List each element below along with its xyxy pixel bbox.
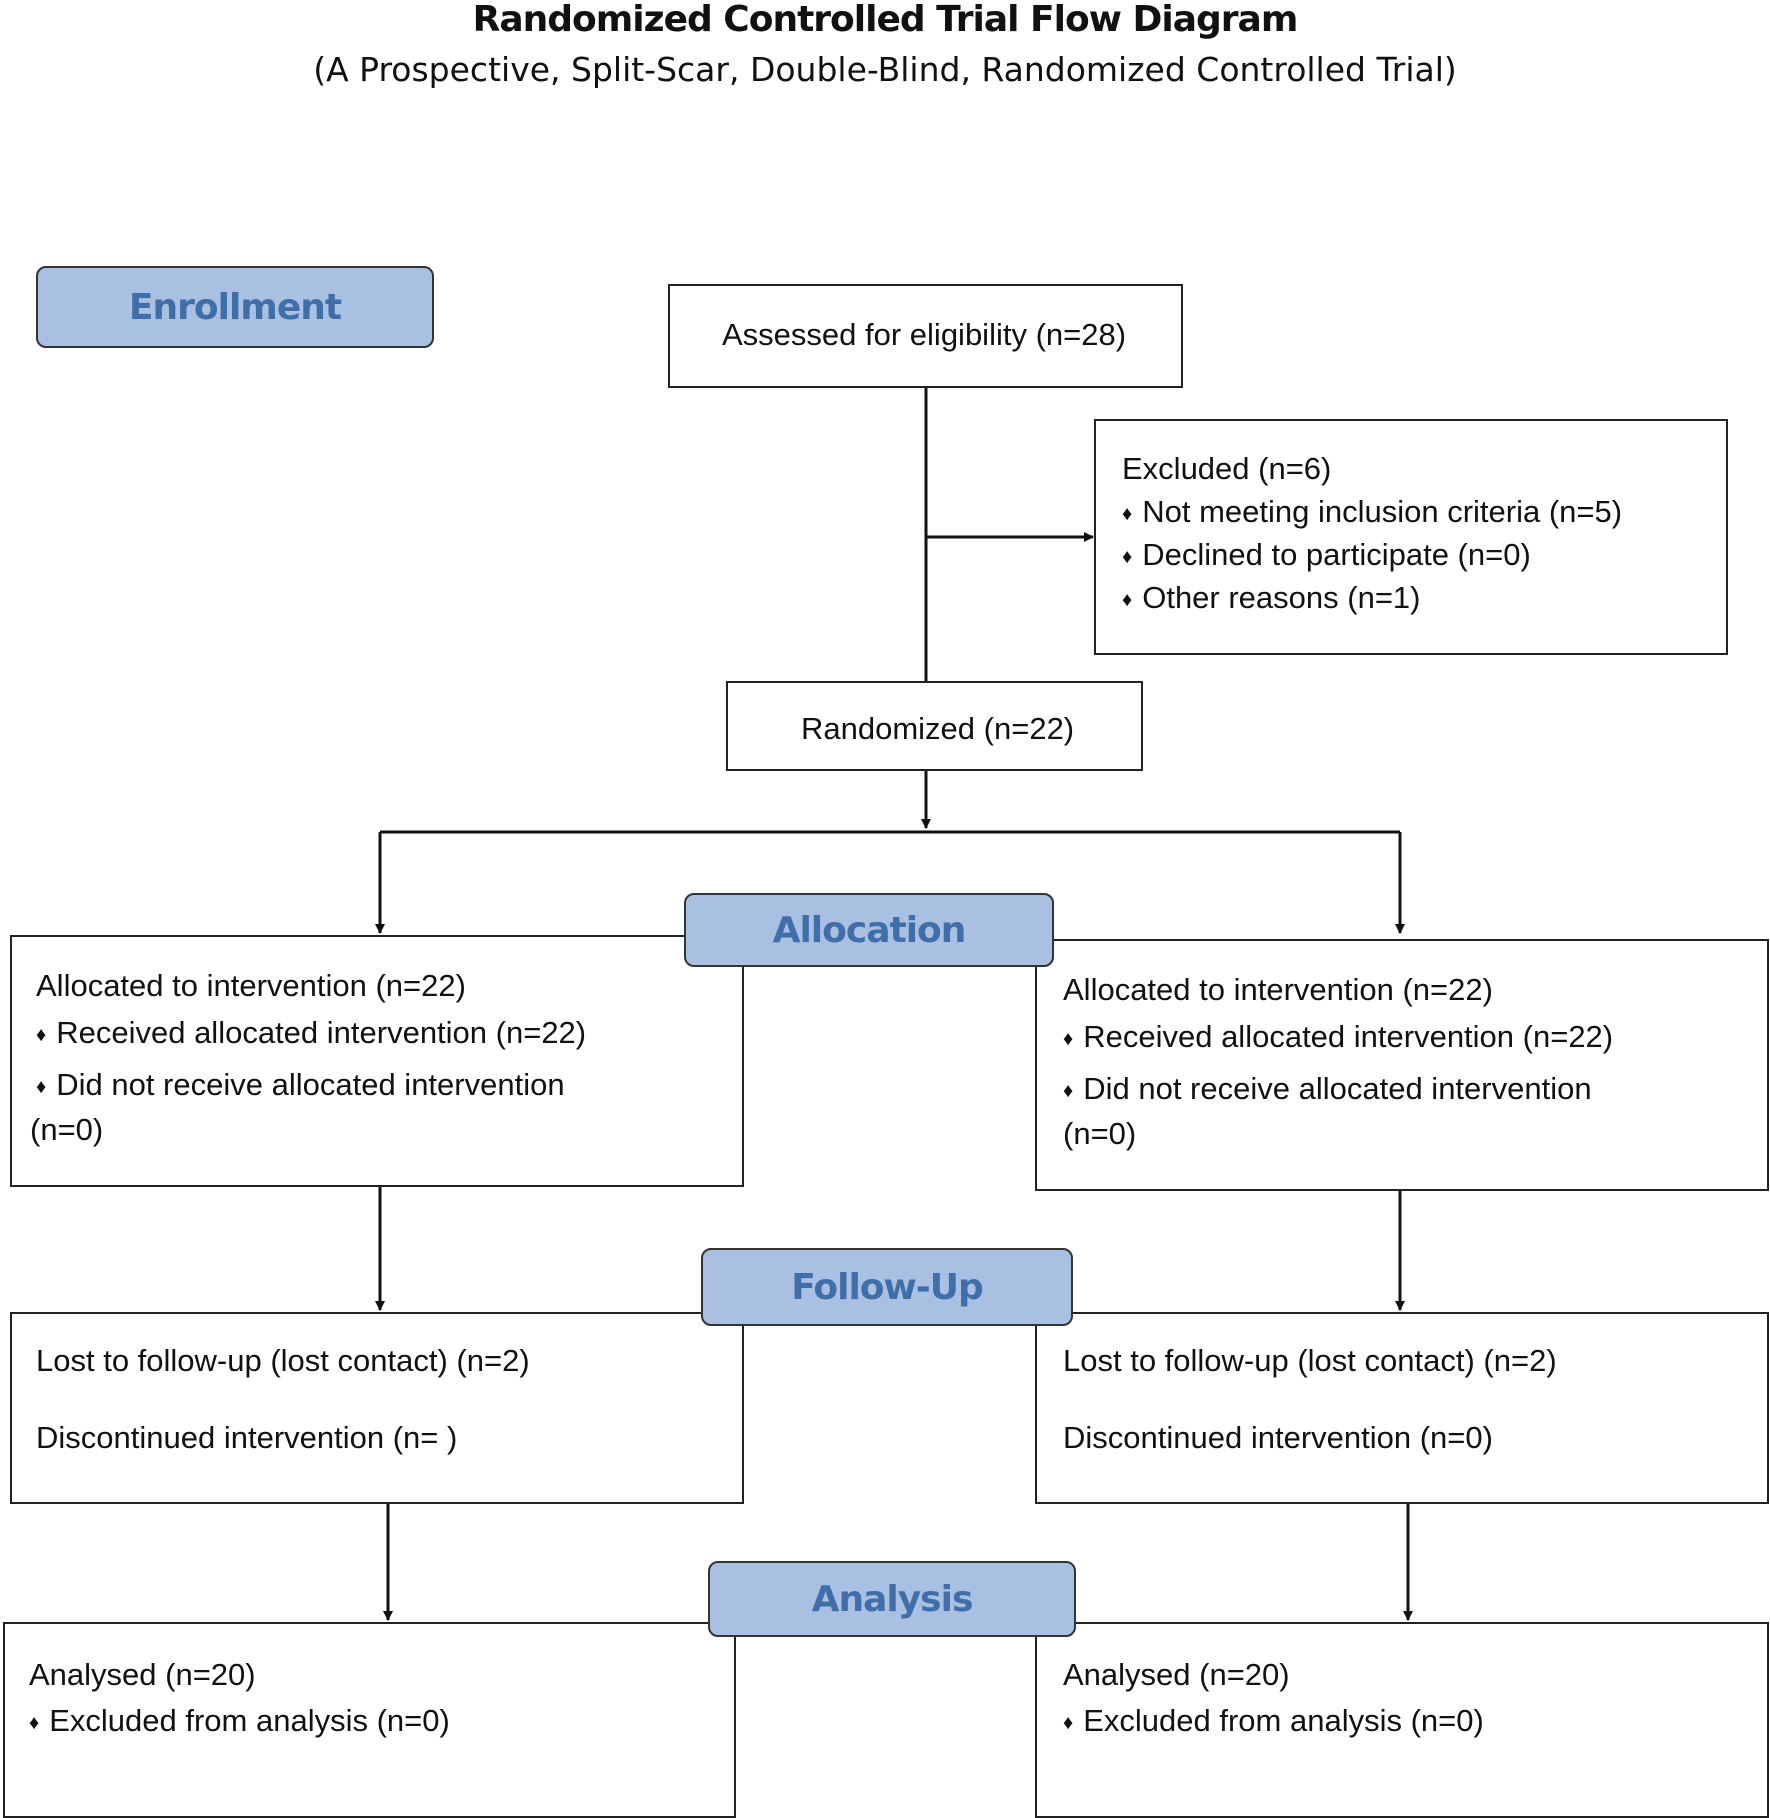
left-excluded-analysis-text: ♦Excluded from analysis (n=0)	[29, 1703, 450, 1738]
bullet-icon: ♦	[1122, 545, 1133, 568]
left-lost-text: Lost to follow-up (lost contact) (n=2)	[36, 1343, 530, 1378]
excluded-title: Excluded (n=6)	[1122, 451, 1332, 486]
left-analysis-box: Analysed (n=20) ♦Excluded from analysis …	[3, 1622, 736, 1818]
randomized-box: Randomized (n=22)	[726, 681, 1143, 771]
right-analysis-box: Analysed (n=20) ♦Excluded from analysis …	[1035, 1622, 1769, 1818]
stage-label-follow-up: Follow-Up	[701, 1248, 1073, 1326]
bullet-icon: ♦	[1122, 502, 1133, 525]
excluded-reason: ♦Not meeting inclusion criteria (n=5)	[1122, 494, 1623, 529]
diagram-title: Randomized Controlled Trial Flow Diagram	[472, 0, 1299, 40]
excluded-reason: ♦Other reasons (n=1)	[1122, 580, 1421, 615]
right-excluded-analysis-text: ♦Excluded from analysis (n=0)	[1063, 1703, 1484, 1738]
stage-label-allocation: Allocation	[684, 893, 1054, 967]
bullet-icon: ♦	[36, 1075, 47, 1098]
right-not-received-text: ♦Did not receive allocated intervention	[1063, 1071, 1592, 1106]
bullet-icon: ♦	[29, 1711, 40, 1734]
right-discontinued-text: Discontinued intervention (n=0)	[1063, 1420, 1493, 1455]
diagram-subtitle: (A Prospective, Split-Scar, Double-Blind…	[313, 50, 1457, 89]
left-received-text: ♦Received allocated intervention (n=22)	[36, 1015, 587, 1050]
assessed-box: Assessed for eligibility (n=28)	[668, 284, 1183, 388]
right-allocation-box: Allocated to intervention (n=22) ♦Receiv…	[1035, 939, 1769, 1191]
right-followup-box: Lost to follow-up (lost contact) (n=2) D…	[1035, 1312, 1769, 1504]
bullet-icon: ♦	[1063, 1711, 1074, 1734]
excluded-reason: ♦Declined to participate (n=0)	[1122, 537, 1531, 572]
left-allocation-box: Allocated to intervention (n=22) ♦Receiv…	[10, 935, 744, 1187]
right-lost-text: Lost to follow-up (lost contact) (n=2)	[1063, 1343, 1557, 1378]
bullet-icon: ♦	[1063, 1027, 1074, 1050]
right-not-received-n: (n=0)	[1063, 1116, 1137, 1151]
right-received-text: ♦Received allocated intervention (n=22)	[1063, 1019, 1614, 1054]
right-analysed-text: Analysed (n=20)	[1063, 1657, 1290, 1692]
left-not-received-n: (n=0)	[30, 1112, 104, 1147]
left-discontinued-text: Discontinued intervention (n= )	[36, 1420, 458, 1455]
assessed-text: Assessed for eligibility (n=28)	[722, 317, 1127, 352]
left-not-received-text: ♦Did not receive allocated intervention	[36, 1067, 565, 1102]
stage-label-analysis: Analysis	[708, 1561, 1076, 1637]
left-allocated-text: Allocated to intervention (n=22)	[36, 968, 466, 1003]
left-analysed-text: Analysed (n=20)	[29, 1657, 256, 1692]
bullet-icon: ♦	[1122, 588, 1133, 611]
randomized-text: Randomized (n=22)	[801, 711, 1075, 746]
right-allocated-text: Allocated to intervention (n=22)	[1063, 972, 1493, 1007]
stage-label-enrollment: Enrollment	[36, 266, 434, 348]
excluded-box: Excluded (n=6) ♦Not meeting inclusion cr…	[1094, 419, 1728, 655]
bullet-icon: ♦	[36, 1023, 47, 1046]
bullet-icon: ♦	[1063, 1079, 1074, 1102]
left-followup-box: Lost to follow-up (lost contact) (n=2) D…	[10, 1312, 744, 1504]
